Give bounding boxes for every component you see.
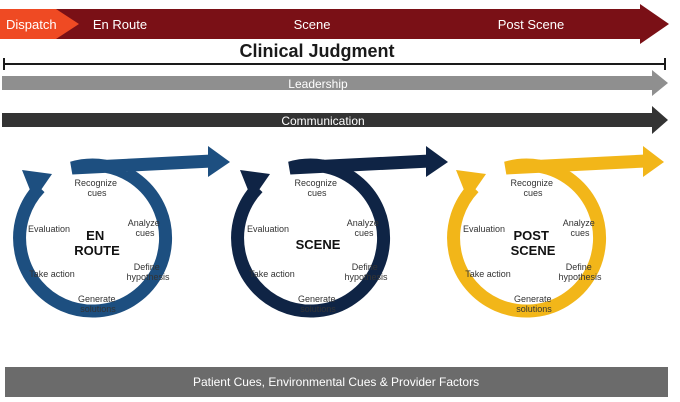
step-evaluation: Evaluation bbox=[247, 224, 289, 234]
step-generate-solutions: Generate solutions bbox=[514, 294, 554, 314]
communication-arrow bbox=[2, 106, 668, 134]
step-take-action: Take action bbox=[29, 269, 75, 279]
step-evaluation: Evaluation bbox=[28, 224, 70, 234]
communication-label: Communication bbox=[281, 114, 364, 128]
cycle-post-scene-ring bbox=[447, 154, 647, 318]
step-define-hypothesis: Define hypothesis bbox=[558, 262, 602, 282]
step-take-action: Take action bbox=[249, 269, 295, 279]
cycle-en-route: Recognize cues Analyze cues Define hypot… bbox=[13, 146, 230, 318]
cycle-post-scene-arrowhead-right bbox=[643, 146, 664, 177]
step-recognize-cues: Recognize cues bbox=[74, 178, 119, 198]
footer-bar bbox=[5, 367, 668, 397]
cycle-scene: Recognize cues Analyze cues Define hypot… bbox=[231, 146, 448, 318]
leadership-arrow bbox=[2, 70, 668, 96]
cycle-en-route-ring bbox=[13, 154, 213, 318]
phase-label-scene: Scene bbox=[294, 17, 331, 32]
footer-label: Patient Cues, Environmental Cues & Provi… bbox=[193, 375, 479, 389]
step-recognize-cues: Recognize cues bbox=[510, 178, 555, 198]
step-define-hypothesis: Define hypothesis bbox=[126, 262, 170, 282]
step-take-action: Take action bbox=[465, 269, 511, 279]
step-generate-solutions: Generate solutions bbox=[298, 294, 338, 314]
phase-label-dispatch: Dispatch bbox=[6, 17, 57, 32]
step-evaluation: Evaluation bbox=[463, 224, 505, 234]
step-define-hypothesis: Define hypothesis bbox=[344, 262, 388, 282]
step-recognize-cues: Recognize cues bbox=[294, 178, 339, 198]
step-generate-solutions: Generate solutions bbox=[78, 294, 118, 314]
phase-arrow-bar bbox=[54, 4, 669, 44]
leadership-label: Leadership bbox=[288, 77, 348, 91]
cycle-scene-ring bbox=[231, 154, 431, 318]
phase-label-en-route: En Route bbox=[93, 17, 147, 32]
cycle-en-route-arrowhead-left bbox=[22, 170, 52, 200]
cycle-scene-arrowhead-left bbox=[240, 170, 270, 200]
cycle-center-label: POST SCENE bbox=[511, 228, 556, 258]
cycle-en-route-arrowhead-right bbox=[208, 146, 230, 177]
cycle-post-scene-arrowhead-left bbox=[456, 170, 486, 200]
dispatch-arrow bbox=[0, 9, 79, 39]
step-analyze-cues: Analyze cues bbox=[128, 218, 163, 238]
step-analyze-cues: Analyze cues bbox=[563, 218, 598, 238]
cycle-center-label: EN ROUTE bbox=[74, 228, 120, 258]
cycle-center-label: SCENE bbox=[296, 237, 341, 252]
step-analyze-cues: Analyze cues bbox=[347, 218, 382, 238]
phase-label-post-scene: Post Scene bbox=[498, 17, 565, 32]
cycle-post-scene: Recognize cues Analyze cues Define hypot… bbox=[447, 146, 664, 318]
clinical-judgment-title: Clinical Judgment bbox=[239, 41, 394, 61]
cycle-scene-arrowhead-right bbox=[426, 146, 448, 177]
